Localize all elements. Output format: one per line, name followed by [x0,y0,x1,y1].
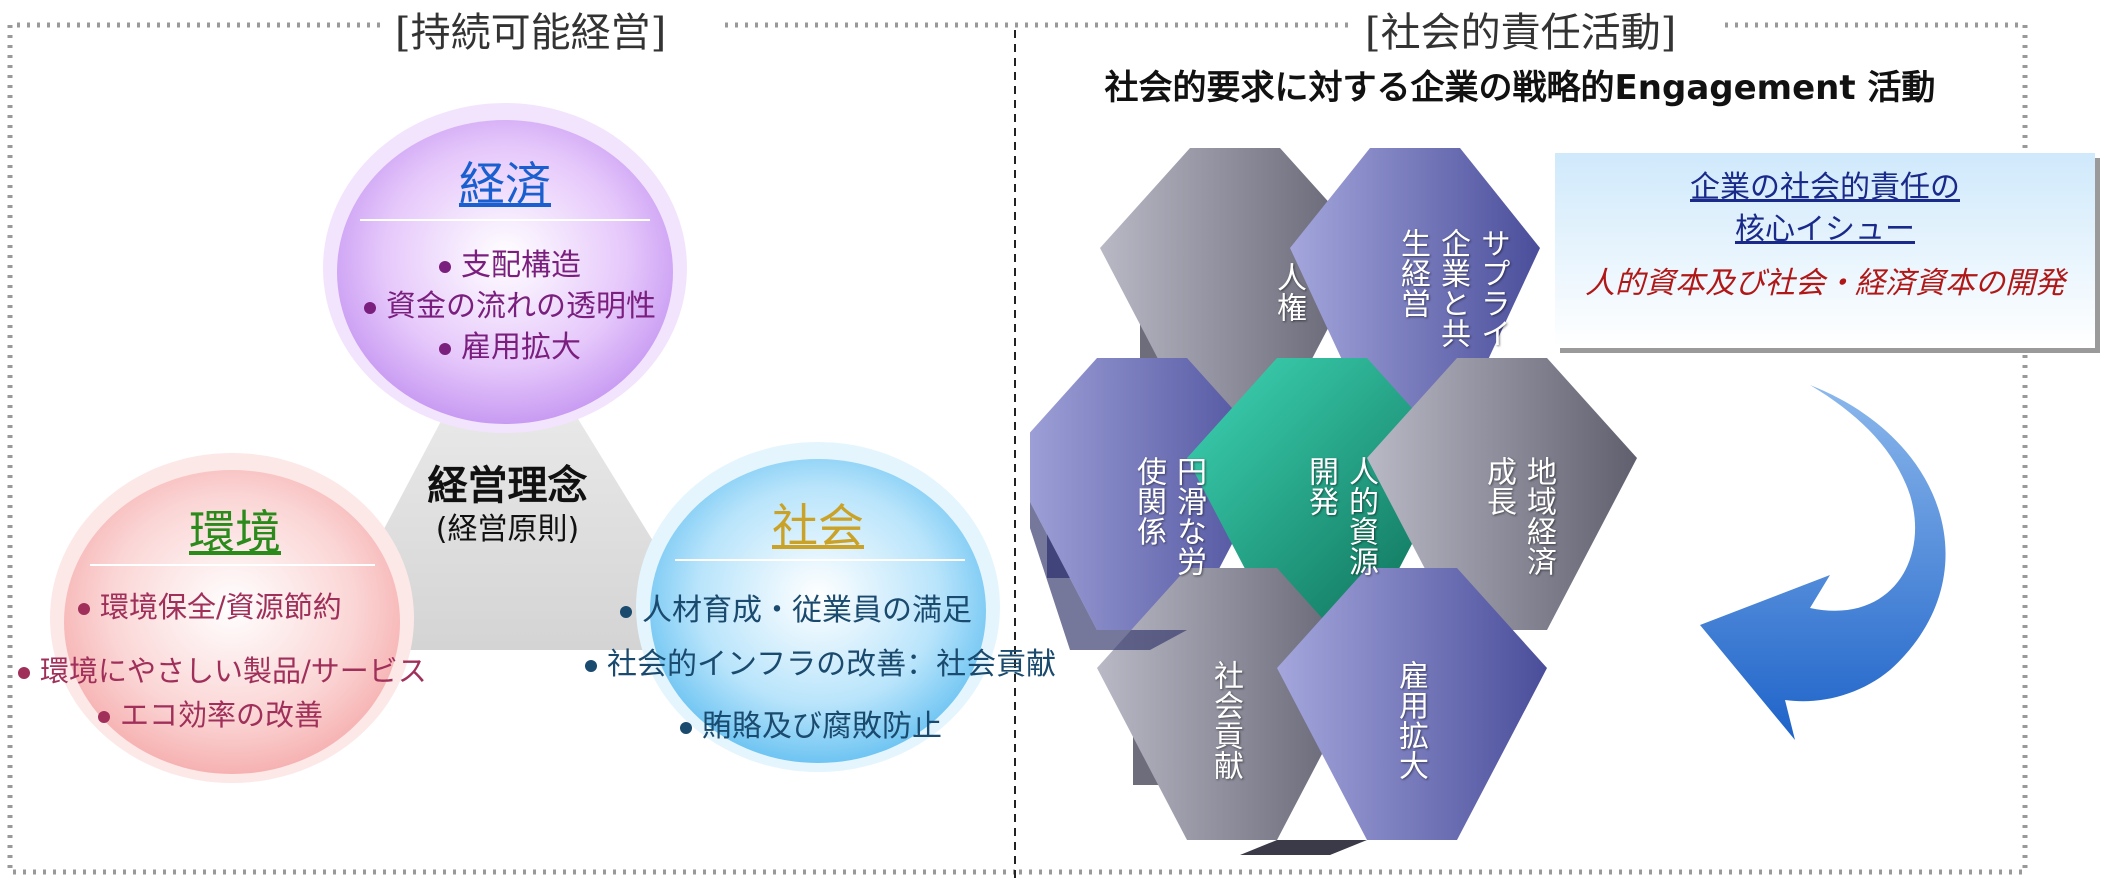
society-title: 社会 [772,499,864,553]
list-item: 資金の流れの透明性 [340,286,680,327]
economy-circle [337,120,673,424]
hex-human-rights [1100,148,1370,420]
hex-employment [1277,568,1547,840]
hex-label-employment: 雇用拡大 [1393,660,1428,780]
hex-label-contribution: 社会貢献 [1208,660,1243,780]
economy-list: 支配構造 資金の流れの透明性 雇用拡大 [340,245,680,368]
issue-heading-line1: 企業の社会的責任の [1690,170,1960,205]
hex-center [1187,358,1457,630]
philosophy-triangle [320,300,720,650]
list-item: エコ効率の改善 [18,693,427,737]
hex-label-supply: サプライ企業と共生経営 [1395,228,1510,348]
hex-cluster [1030,148,1637,855]
hex-label-regional: 地域経済成長 [1481,456,1556,576]
list-item: 支配構造 [340,245,680,286]
society-circle [650,459,986,763]
issue-box: 企業の社会的責任の 核心イシュー 人的資本及び社会・経済資本の開発 [1555,153,2095,348]
list-item: 社会的インフラの改善：社会貢献 [585,638,1056,692]
hex-label-labor: 円滑な労使関係 [1131,456,1206,576]
environment-circle [64,470,400,774]
issue-body: 人的資本及び社会・経済資本の開発 [1585,266,2065,301]
philosophy-subtitle: (経営原則) [435,512,580,547]
hex-labor [1030,358,1277,630]
philosophy-title: 経営理念 [427,463,588,509]
hex-label-center: 人的資源開発 [1303,456,1378,576]
hex-regional [1367,358,1637,630]
left-section-title: [持続可能経営] [385,0,677,58]
list-item: 環境保全/資源節約 [18,585,427,629]
hex-supply [1290,148,1540,420]
society-list: 人材育成・従業員の満足 社会的インフラの改善：社会貢献 賄賂及び腐敗防止 [585,584,1056,754]
curved-arrow-icon [1700,385,1946,740]
list-item: 雇用拡大 [340,327,680,368]
environment-list: 環境保全/資源節約 環境にやさしい製品/サービス エコ効率の改善 [18,585,427,737]
hex-label-human-rights: 人権 [1271,262,1306,322]
list-item: 賄賂及び腐敗防止 [680,700,1056,754]
issue-heading-line2: 核心イシュー [1735,212,1915,247]
right-section-title: [社会的責任活動] [1355,0,1687,58]
list-item: 環境にやさしい製品/サービス [18,649,427,693]
environment-title: 環境 [189,505,281,559]
csr-subtitle: 社会的要求に対する企業の戦略的Engagement 活動 [1104,68,1936,108]
sustainability-diagram [50,103,1000,783]
economy-title: 経済 [459,157,551,211]
list-item: 人材育成・従業員の満足 [620,584,1056,638]
